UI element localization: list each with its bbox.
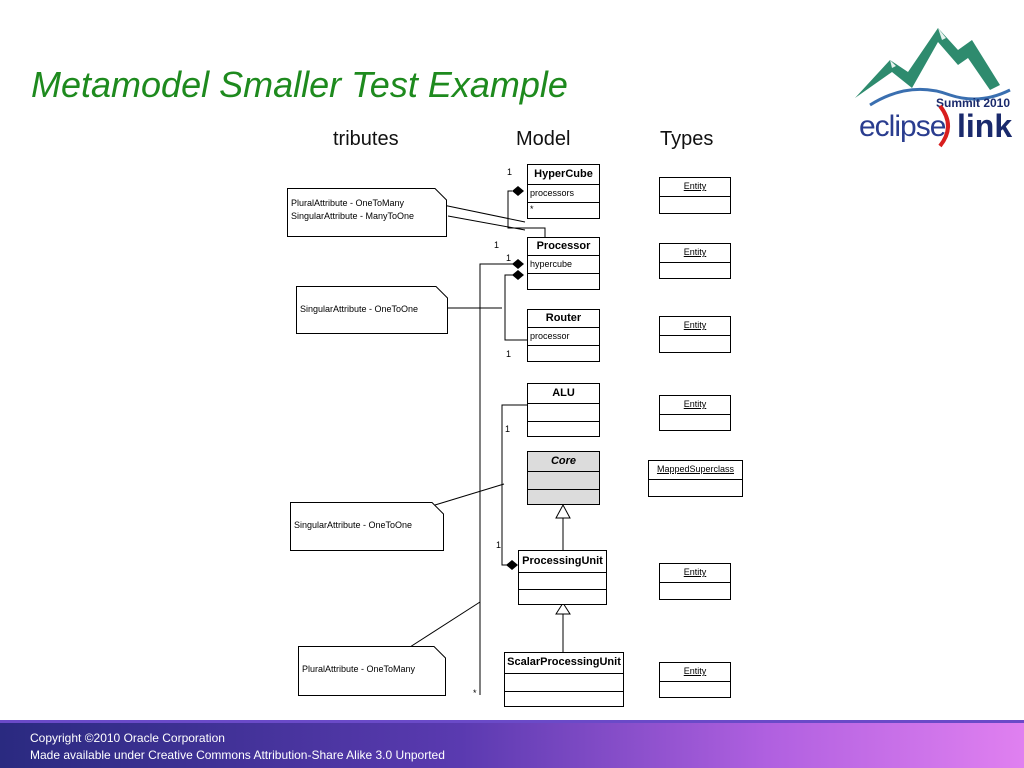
column-header-attributes: tributes bbox=[333, 128, 399, 150]
class-processor[interactable]: Processor hypercube bbox=[527, 237, 600, 290]
note-shape-icon bbox=[296, 286, 448, 334]
type-label: Entity bbox=[660, 564, 730, 583]
class-attribute bbox=[528, 472, 599, 490]
note-shape-icon bbox=[298, 646, 446, 696]
class-attribute bbox=[505, 674, 623, 692]
type-label: Entity bbox=[660, 663, 730, 682]
type-box: Entity bbox=[659, 177, 731, 214]
note-plural-many-to-one: PluralAttribute - OneToMany SingularAttr… bbox=[287, 188, 447, 237]
class-hypercube[interactable]: HyperCube processors * bbox=[527, 164, 600, 219]
class-attribute bbox=[528, 274, 599, 289]
multiplicity-label: 1 bbox=[506, 349, 512, 359]
note-singular-one-to-one-1: SingularAttribute - OneToOne bbox=[296, 286, 448, 334]
footer-license: Made available under Creative Commons At… bbox=[30, 748, 445, 762]
type-box: Entity bbox=[659, 316, 731, 353]
column-header-types: Types bbox=[660, 128, 714, 150]
class-name: ScalarProcessingUnit bbox=[505, 653, 623, 674]
type-label: MappedSuperclass bbox=[649, 461, 742, 480]
note-singular-one-to-one-2: SingularAttribute - OneToOne bbox=[290, 502, 444, 551]
class-core[interactable]: Core bbox=[527, 451, 600, 505]
class-attribute: processor bbox=[528, 328, 599, 346]
eclipselink-summit-logo: Summit 2010 eclipse link bbox=[850, 10, 1020, 150]
type-box: Entity bbox=[659, 395, 731, 431]
note-text: SingularAttribute - OneToOne bbox=[300, 304, 419, 314]
slide-title: Metamodel Smaller Test Example bbox=[31, 64, 568, 105]
class-attribute bbox=[519, 573, 606, 590]
logo-eclipse-text: eclipse bbox=[859, 110, 946, 143]
logo-link-text: link bbox=[957, 108, 1013, 144]
note-shape-icon bbox=[290, 502, 444, 551]
type-label: Entity bbox=[660, 317, 730, 336]
multiplicity-label: * bbox=[473, 688, 477, 698]
class-name: ProcessingUnit bbox=[519, 551, 606, 573]
note-shape-icon bbox=[287, 188, 447, 237]
type-label: Entity bbox=[660, 244, 730, 263]
multiplicity-label: 1 bbox=[506, 253, 512, 263]
footer-copyright: Copyright ©2010 Oracle Corporation bbox=[30, 731, 225, 745]
multiplicity-label: 1 bbox=[507, 167, 513, 177]
type-label: Entity bbox=[660, 178, 730, 197]
logo-summit-text: Summit 2010 bbox=[936, 96, 1011, 110]
class-attribute bbox=[519, 590, 606, 604]
footer-bar: Copyright ©2010 Oracle Corporation Made … bbox=[0, 720, 1024, 768]
class-alu[interactable]: ALU bbox=[527, 383, 600, 437]
type-box: Entity bbox=[659, 563, 731, 600]
note-text: PluralAttribute - OneToMany bbox=[302, 664, 416, 674]
class-attribute bbox=[528, 346, 599, 361]
multiplicity-label: 1 bbox=[505, 424, 511, 434]
class-scalarprocessingunit[interactable]: ScalarProcessingUnit bbox=[504, 652, 624, 707]
multiplicity-label: 1 bbox=[496, 540, 502, 550]
logo-arc-icon bbox=[938, 104, 950, 148]
note-plural-one-to-many: PluralAttribute - OneToMany bbox=[298, 646, 446, 696]
class-name: ALU bbox=[528, 384, 599, 404]
note-text: PluralAttribute - OneToMany bbox=[291, 198, 405, 208]
type-box: Entity bbox=[659, 243, 731, 279]
class-attribute bbox=[505, 692, 623, 706]
class-attribute bbox=[528, 490, 599, 504]
diagram-connectors bbox=[409, 186, 571, 695]
class-attribute bbox=[528, 422, 599, 436]
note-text: SingularAttribute - ManyToOne bbox=[291, 211, 415, 221]
class-attribute bbox=[528, 404, 599, 422]
class-attribute: hypercube bbox=[528, 256, 599, 274]
type-box: MappedSuperclass bbox=[648, 460, 743, 497]
class-attribute: processors bbox=[528, 185, 599, 203]
mountain-icon bbox=[855, 28, 1011, 107]
class-processingunit[interactable]: ProcessingUnit bbox=[518, 550, 607, 605]
class-name: Core bbox=[528, 452, 599, 472]
type-box: Entity bbox=[659, 662, 731, 698]
type-label: Entity bbox=[660, 396, 730, 415]
note-text: SingularAttribute - OneToOne bbox=[294, 520, 413, 530]
class-name: Processor bbox=[528, 238, 599, 256]
class-attribute: * bbox=[530, 204, 534, 214]
class-name: HyperCube bbox=[528, 165, 599, 185]
class-name: Router bbox=[528, 310, 599, 328]
column-header-model: Model bbox=[516, 128, 571, 150]
class-router[interactable]: Router processor bbox=[527, 309, 600, 362]
multiplicity-label: 1 bbox=[494, 240, 500, 250]
